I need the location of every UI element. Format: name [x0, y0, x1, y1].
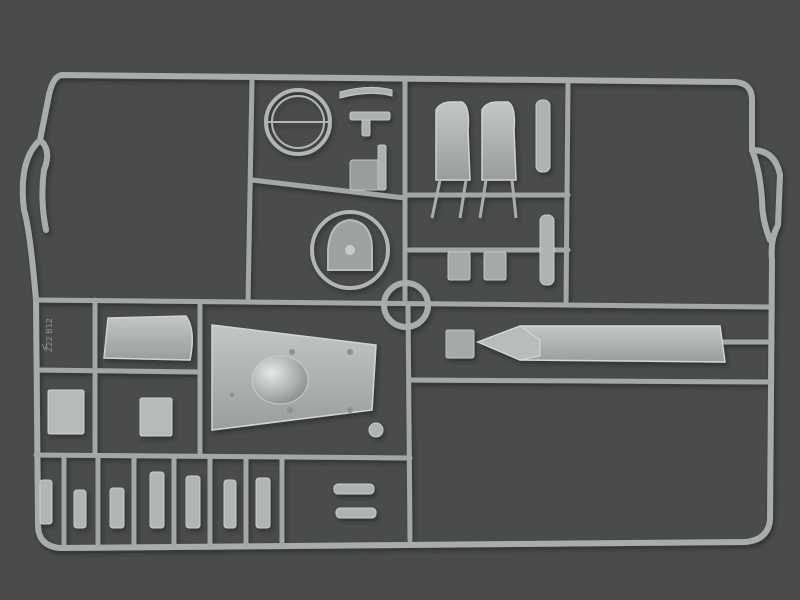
ring-part-upper — [264, 88, 332, 156]
panel-supports — [430, 179, 518, 219]
hatch-part — [310, 210, 390, 290]
sprue-label: Z22 B12 — [45, 318, 54, 352]
tool-parts-row — [39, 471, 271, 529]
flat-panel-left — [103, 315, 193, 361]
deck-rivets — [229, 349, 353, 413]
sprue-ring — [381, 280, 431, 330]
right-small-parts — [535, 99, 555, 286]
sprue-brand-mark: V — [42, 343, 48, 352]
dome-part — [251, 355, 309, 405]
sprue-runners — [33, 77, 773, 548]
long-panel-detail — [476, 325, 541, 361]
sprue-frame — [19, 72, 783, 551]
hook-parts — [333, 422, 384, 519]
box-parts-left — [47, 389, 173, 437]
small-bracket-parts — [339, 86, 393, 191]
hull-side-panels — [435, 101, 517, 181]
seat-parts — [445, 251, 507, 359]
sprue-code: Z22 B12 — [45, 318, 54, 352]
